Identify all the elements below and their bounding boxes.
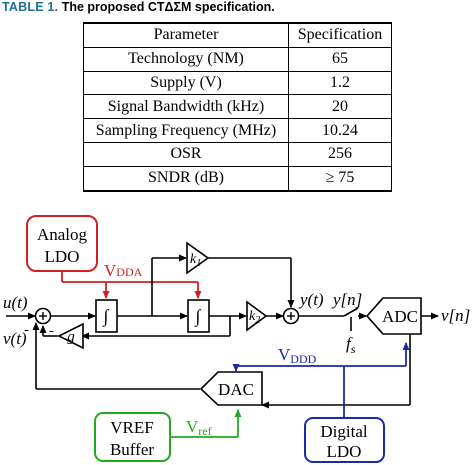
input-v-label: v(t)	[3, 329, 27, 348]
vref-label: Vref	[186, 417, 212, 438]
table-cell-parameter: Supply (V)	[83, 70, 289, 96]
table-row: Technology (NM) 65	[83, 46, 392, 72]
table-cell-parameter: SNDR (dB)	[83, 165, 289, 192]
analog-ldo-label-line2: LDO	[45, 247, 80, 266]
vdda-label: VDDA	[104, 261, 143, 280]
input-u-label: u(t)	[3, 293, 28, 312]
vddd-label: VDDD	[278, 345, 317, 366]
table-caption-text: The proposed CTΔΣM specification.	[61, 0, 275, 14]
integrator-2-symbol: ∫	[195, 306, 202, 327]
adc-block: ADC	[365, 297, 422, 335]
vref-buffer-label-line1: VREF	[110, 418, 153, 437]
vdda-supply-lines	[61, 271, 202, 299]
digital-ldo-block: Digital LDO	[304, 417, 385, 463]
table-cell-parameter: Signal Bandwidth (kHz)	[83, 94, 289, 120]
analog-ldo-label-line1: Analog	[37, 225, 88, 244]
summing-junction-output	[282, 307, 300, 325]
adc-label: ADC	[382, 307, 418, 326]
sampling-switch	[343, 307, 359, 331]
table-cell-value: 65	[288, 46, 392, 72]
minus-sign-g: -	[49, 323, 54, 339]
minus-sign-dac: -	[24, 322, 29, 338]
dac-block: DAC	[199, 371, 263, 406]
table-row: Sampling Frequency (MHz) 10.24	[83, 118, 392, 143]
table-row: SNDR (dB) ≥ 75	[83, 165, 392, 192]
table-caption-label: TABLE 1.	[2, 0, 59, 14]
table-cell-value: 10.24	[288, 118, 392, 143]
digital-ldo-label-line2: LDO	[327, 442, 362, 461]
summing-junction-input	[34, 307, 52, 325]
digital-ldo-label-line1: Digital	[320, 422, 367, 441]
table-header-row: Parameter Specification	[83, 21, 392, 48]
table-row: Supply (V) 1.2	[83, 70, 392, 96]
integrator-1-symbol: ∫	[103, 306, 110, 327]
vref-buffer-block: VREF Buffer	[94, 412, 171, 462]
column-header-specification: Specification	[288, 21, 392, 48]
gain-g-label: g	[67, 329, 75, 345]
table-cell-value: 20	[288, 94, 392, 120]
table-row: Signal Bandwidth (kHz) 20	[83, 94, 392, 120]
gain-k1: k1	[186, 241, 210, 275]
analog-ldo-block: Analog LDO	[26, 215, 98, 272]
vref-buffer-label-line2: Buffer	[110, 440, 154, 459]
y-t-label: y(t)	[298, 290, 324, 309]
table-cell-parameter: Sampling Frequency (MHz)	[83, 118, 289, 143]
dac-label: DAC	[218, 380, 254, 399]
gain-g: g	[57, 322, 84, 350]
gain-k1-label: k1	[190, 252, 201, 269]
integrator-1: ∫	[95, 299, 118, 333]
specification-table: Parameter Specification Technology (NM) …	[83, 21, 392, 192]
table-cell-value: ≥ 75	[288, 165, 392, 192]
gain-k2-label: k2	[249, 309, 260, 326]
vddd-supply-lines	[232, 342, 410, 418]
column-header-parameter: Parameter	[83, 21, 289, 48]
table-cell-value: 1.2	[288, 70, 392, 96]
sampling-frequency-label: fs	[346, 334, 356, 356]
gain-k2: k2	[246, 300, 268, 332]
table-caption: TABLE 1. The proposed CTΔΣM specificatio…	[2, 0, 275, 16]
output-v-label: v[n]	[441, 306, 470, 325]
y-n-label: y[n]	[331, 290, 362, 309]
vref-line	[170, 409, 242, 438]
integrator-2: ∫	[187, 299, 210, 333]
